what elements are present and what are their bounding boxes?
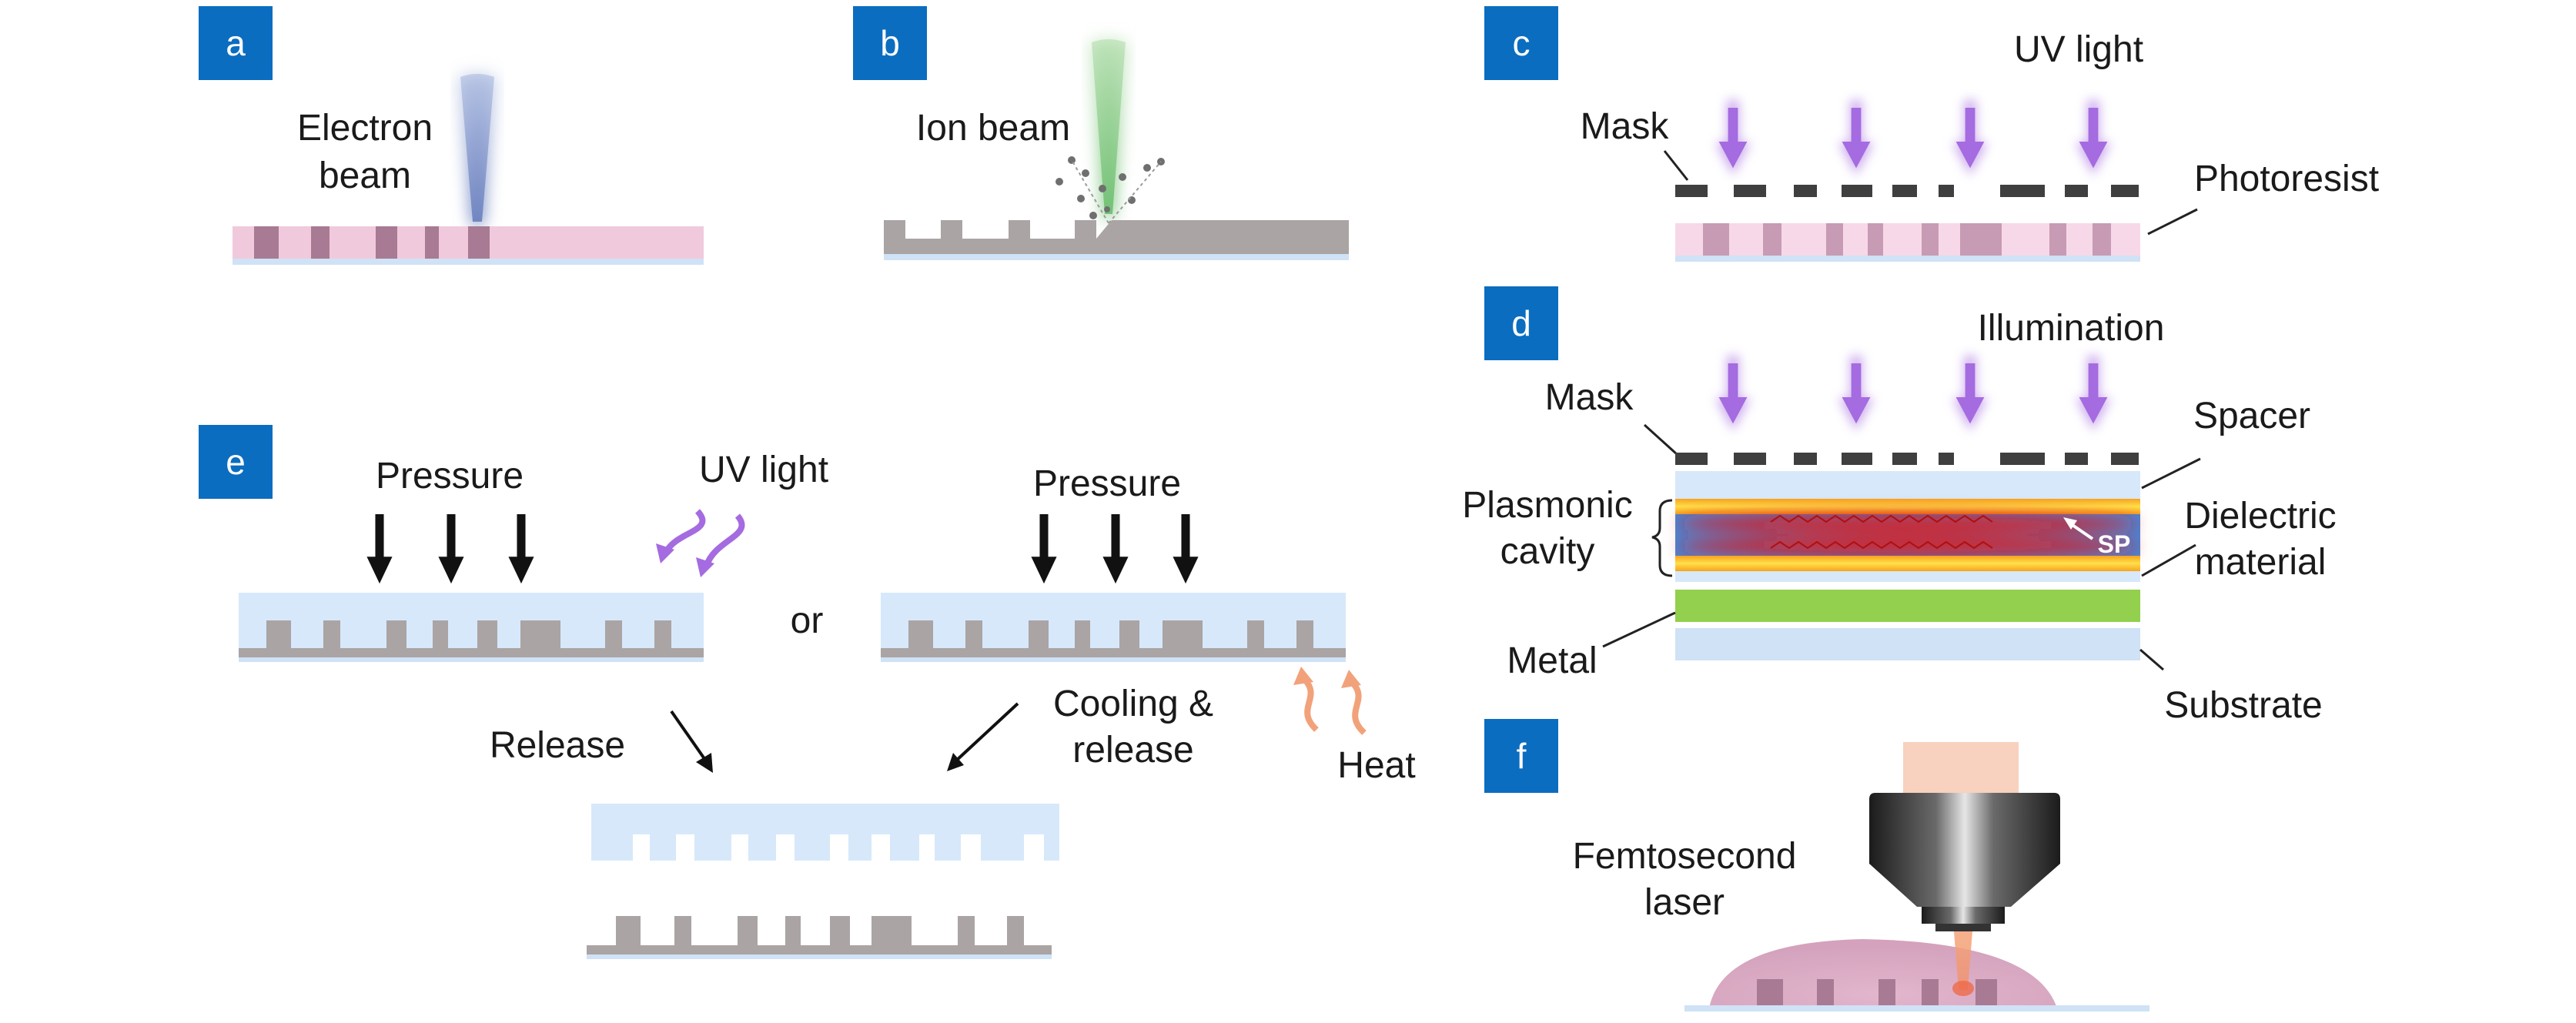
metal-film-top: [1675, 499, 2140, 514]
panel-a-tag-box: [199, 6, 273, 80]
panel-b-tag: b: [880, 23, 900, 63]
substrate-d: [1675, 628, 2140, 660]
illumination-label: Illumination: [1978, 308, 2165, 349]
panel-e-tag: e: [226, 442, 246, 482]
focused-laser: [1954, 931, 1972, 990]
release-label: Release: [490, 725, 625, 766]
pressure-label-right: Pressure: [1033, 463, 1181, 504]
uv-light-label-e: UV light: [699, 450, 828, 490]
patterned-resist-final: [587, 916, 1052, 954]
cooling-label-2: release: [1072, 730, 1193, 771]
pressure-label-left: Pressure: [376, 456, 524, 496]
panel-c-tag: c: [1513, 23, 1531, 63]
release-arrow: [670, 710, 708, 764]
substrate-a: [233, 259, 704, 265]
mask-label-c: Mask: [1581, 106, 1670, 147]
substrate-label: Substrate: [2164, 685, 2322, 726]
released-stamp: [591, 804, 1059, 861]
metal-film-bottom: [1675, 556, 2140, 571]
electron-beam-icon: [458, 73, 497, 227]
pressure-arrows-left: [366, 514, 534, 584]
substrate-b: [884, 254, 1349, 260]
panel-c-tag-box: [1484, 6, 1558, 80]
panel-f-tag-box: [1484, 719, 1558, 793]
spacer-label: Spacer: [2193, 396, 2310, 436]
stamp-right: [881, 593, 1346, 654]
panel-d-tag-box: [1484, 286, 1558, 360]
metal-label: Metal: [1507, 640, 1597, 681]
imprinted-resist-right: [881, 620, 1346, 657]
femtosecond-label-1: Femtosecond: [1573, 836, 1797, 877]
panel-c: c UV light Mask Photoresist: [1484, 6, 2379, 262]
or-label: or: [791, 600, 824, 641]
femtosecond-label-2: laser: [1644, 882, 1725, 923]
uv-arrows-c: [1715, 100, 2111, 176]
imprinted-resist-left: [239, 620, 704, 657]
substrate-c: [1675, 256, 2140, 262]
dielectric-label-1: Dielectric: [2184, 496, 2336, 537]
panel-d: d Illumination Mask Spacer: [1462, 286, 2337, 726]
exposed-marks-a: [254, 226, 490, 259]
laser-beam-top: [1903, 742, 2019, 794]
heat-curved-arrows: [1300, 675, 1367, 735]
exposed-marks-c: [1703, 223, 2111, 256]
photomask-c: [1675, 185, 2139, 197]
heat-label: Heat: [1337, 745, 1415, 786]
objective-lens-icon: [1869, 793, 2060, 931]
photoresist-label: Photoresist: [2194, 159, 2379, 199]
panel-a-tag: a: [226, 23, 246, 63]
metal-layer: [1675, 590, 2140, 622]
panel-b-tag-box: [853, 6, 927, 80]
uv-arrows-d: [1715, 356, 2111, 431]
resist-layer-c: [1675, 223, 2140, 256]
spacer-layer: [1675, 471, 2140, 499]
substrate-f: [1684, 1005, 2149, 1011]
cavity-brace: [1651, 499, 1673, 577]
mask-label-d: Mask: [1545, 377, 1634, 418]
plasmonic-cavity-label-2: cavity: [1500, 531, 1595, 572]
panel-d-tag: d: [1511, 303, 1531, 343]
photomask-d: [1675, 453, 2139, 465]
pressure-arrows-right: [1031, 514, 1199, 584]
cooling-label-1: Cooling &: [1053, 684, 1213, 724]
electron-beam-label-2: beam: [319, 155, 411, 196]
written-marks-f: [1757, 979, 1997, 1005]
electron-beam-label-1: Electron: [297, 108, 433, 149]
panel-e-tag-box: [199, 425, 273, 499]
panel-e: e Pressure UV light or Pressure: [199, 425, 1416, 959]
dielectric-label-2: material: [2195, 542, 2327, 583]
plasmonic-cavity-label-1: Plasmonic: [1462, 485, 1632, 526]
cooling-arrow: [953, 702, 1019, 764]
panel-b: b Ion beam: [853, 6, 1349, 260]
sp-wave: [1770, 514, 1993, 550]
stamp-left: [239, 593, 704, 654]
panel-a: a Electron beam: [199, 6, 704, 265]
ion-beam-label: Ion beam: [916, 108, 1070, 149]
uv-curved-arrows: [664, 509, 745, 567]
milled-substrate-b: [884, 220, 1349, 254]
ion-beam-icon: [1089, 38, 1128, 219]
panel-f-tag: f: [1517, 736, 1527, 776]
panel-f: f Femtosecond laser: [1484, 719, 2149, 1011]
uv-light-label-c: UV light: [2014, 29, 2143, 70]
sp-label: SP: [2098, 530, 2131, 558]
